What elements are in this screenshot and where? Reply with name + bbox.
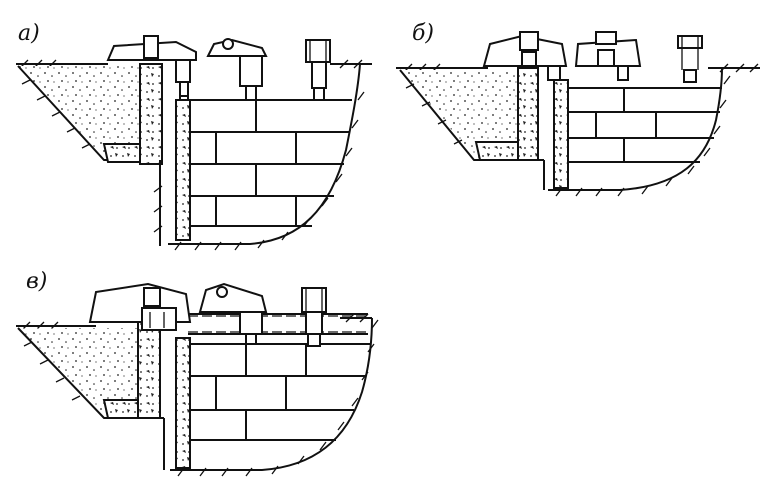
blocks-a	[190, 99, 352, 227]
panel-a: а)	[16, 21, 372, 251]
blocks-b	[568, 87, 722, 163]
ground-hatch-a	[19, 59, 363, 69]
machine-c1	[88, 282, 192, 331]
machine-c3	[301, 287, 327, 347]
sheet-pile-b	[553, 79, 569, 189]
panel-a-label: а)	[18, 21, 40, 46]
panel-c-label: в)	[26, 269, 47, 294]
blocks-c	[190, 343, 370, 441]
machine-a1	[106, 35, 197, 97]
panel-c: в)	[16, 269, 379, 477]
machine-a3	[305, 39, 331, 101]
soil-fill-c	[18, 328, 140, 416]
machine-a2	[206, 38, 268, 101]
sheet-pile-c	[175, 337, 191, 469]
machine-b2	[574, 31, 642, 81]
wall-c	[137, 321, 161, 419]
soil-fill-a	[18, 66, 140, 158]
sheet-pile-a	[175, 99, 191, 241]
wall-b	[517, 67, 539, 161]
soil-fill-b	[400, 70, 518, 158]
machine-b3	[677, 35, 703, 83]
panel-b: б)	[396, 21, 760, 197]
machine-c2	[198, 282, 268, 345]
machine-b1	[482, 31, 568, 81]
wall-a	[139, 63, 163, 165]
panel-b-label: б)	[412, 21, 434, 46]
